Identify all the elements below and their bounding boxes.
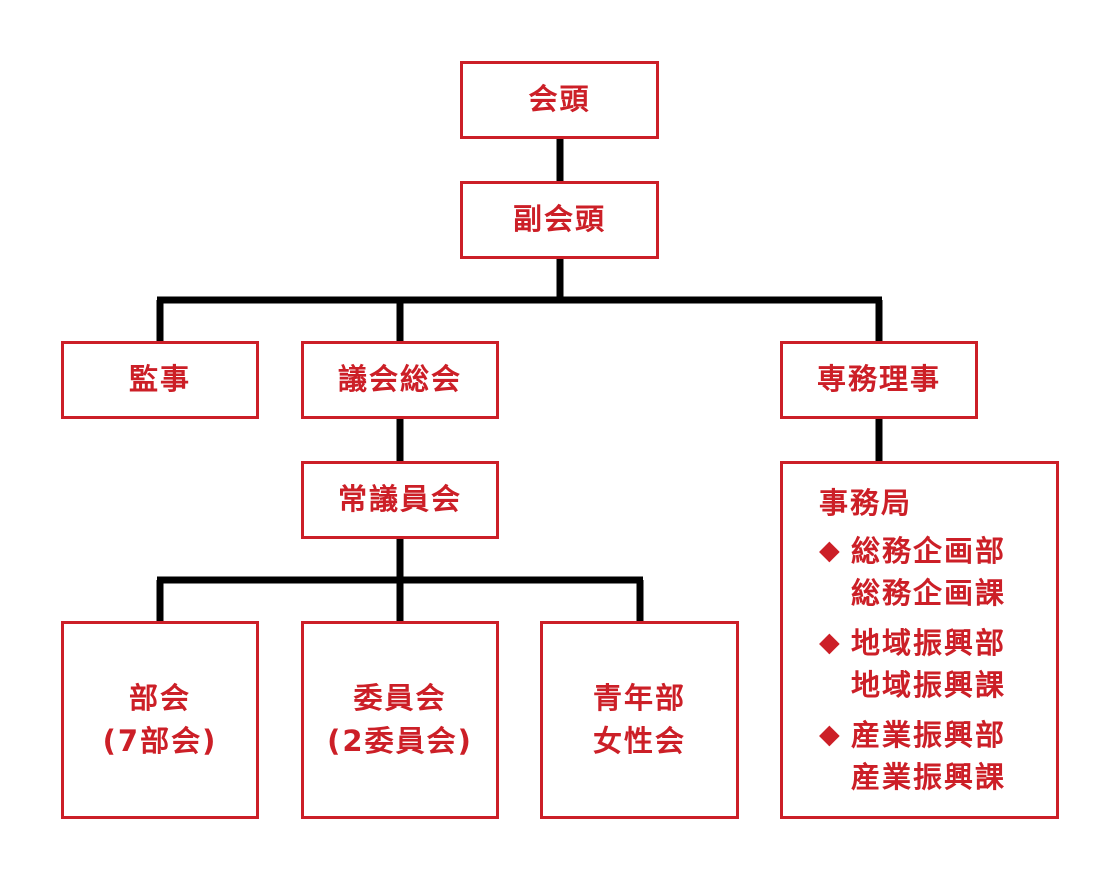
node-jogiinkai-label: 常議員会: [337, 482, 462, 517]
node-kaito: 会頭: [460, 61, 659, 139]
node-fukukaito-label: 副会頭: [512, 202, 606, 237]
jimukyoku-dept: 総務企画部: [851, 534, 1007, 568]
node-bukai: 部会 (7部会): [61, 621, 259, 819]
node-giin-sokai: 議会総会: [301, 341, 499, 419]
node-iinkai: 委員会 (2委員会): [301, 621, 499, 819]
diamond-bullet-icon: ◆: [819, 627, 842, 658]
diamond-bullet-icon: ◆: [819, 719, 842, 750]
node-fukukaito: 副会頭: [460, 181, 659, 259]
jimukyoku-dept: 地域振興部: [851, 626, 1007, 660]
node-bukai-line1: 部会: [128, 680, 191, 715]
node-jimukyoku: 事務局 ◆ 総務企画部 総務企画課 ◆ 地域振興部 地域振興課 ◆ 産業振興部 …: [780, 461, 1059, 819]
jimukyoku-group: ◆ 産業振興部 産業振興課: [819, 714, 1056, 798]
node-kanji-label: 監事: [128, 362, 191, 397]
jimukyoku-group: ◆ 総務企画部 総務企画課: [819, 530, 1056, 614]
jimukyoku-section: 地域振興課: [851, 668, 1007, 702]
node-kanji: 監事: [61, 341, 259, 419]
jimukyoku-dept: 産業振興部: [851, 718, 1007, 752]
node-giin-sokai-label: 議会総会: [337, 362, 462, 397]
node-iinkai-line2: (2委員会): [327, 724, 473, 758]
node-seinen-line2: 女性会: [592, 724, 686, 758]
node-seinen-line1: 青年部: [592, 680, 686, 715]
jimukyoku-title: 事務局: [819, 486, 913, 520]
diamond-bullet-icon: ◆: [819, 535, 842, 566]
node-seinen: 青年部 女性会: [540, 621, 739, 819]
node-iinkai-line1: 委員会: [353, 680, 447, 715]
jimukyoku-group: ◆ 地域振興部 地域振興課: [819, 622, 1056, 706]
node-senmu-riji: 専務理事: [780, 341, 978, 419]
node-bukai-line2: (7部会): [102, 724, 218, 758]
node-jogiinkai: 常議員会: [301, 461, 499, 539]
node-kaito-label: 会頭: [528, 82, 591, 117]
jimukyoku-section: 総務企画課: [851, 576, 1007, 610]
node-senmu-riji-label: 専務理事: [816, 362, 941, 397]
jimukyoku-section: 産業振興課: [851, 760, 1007, 794]
